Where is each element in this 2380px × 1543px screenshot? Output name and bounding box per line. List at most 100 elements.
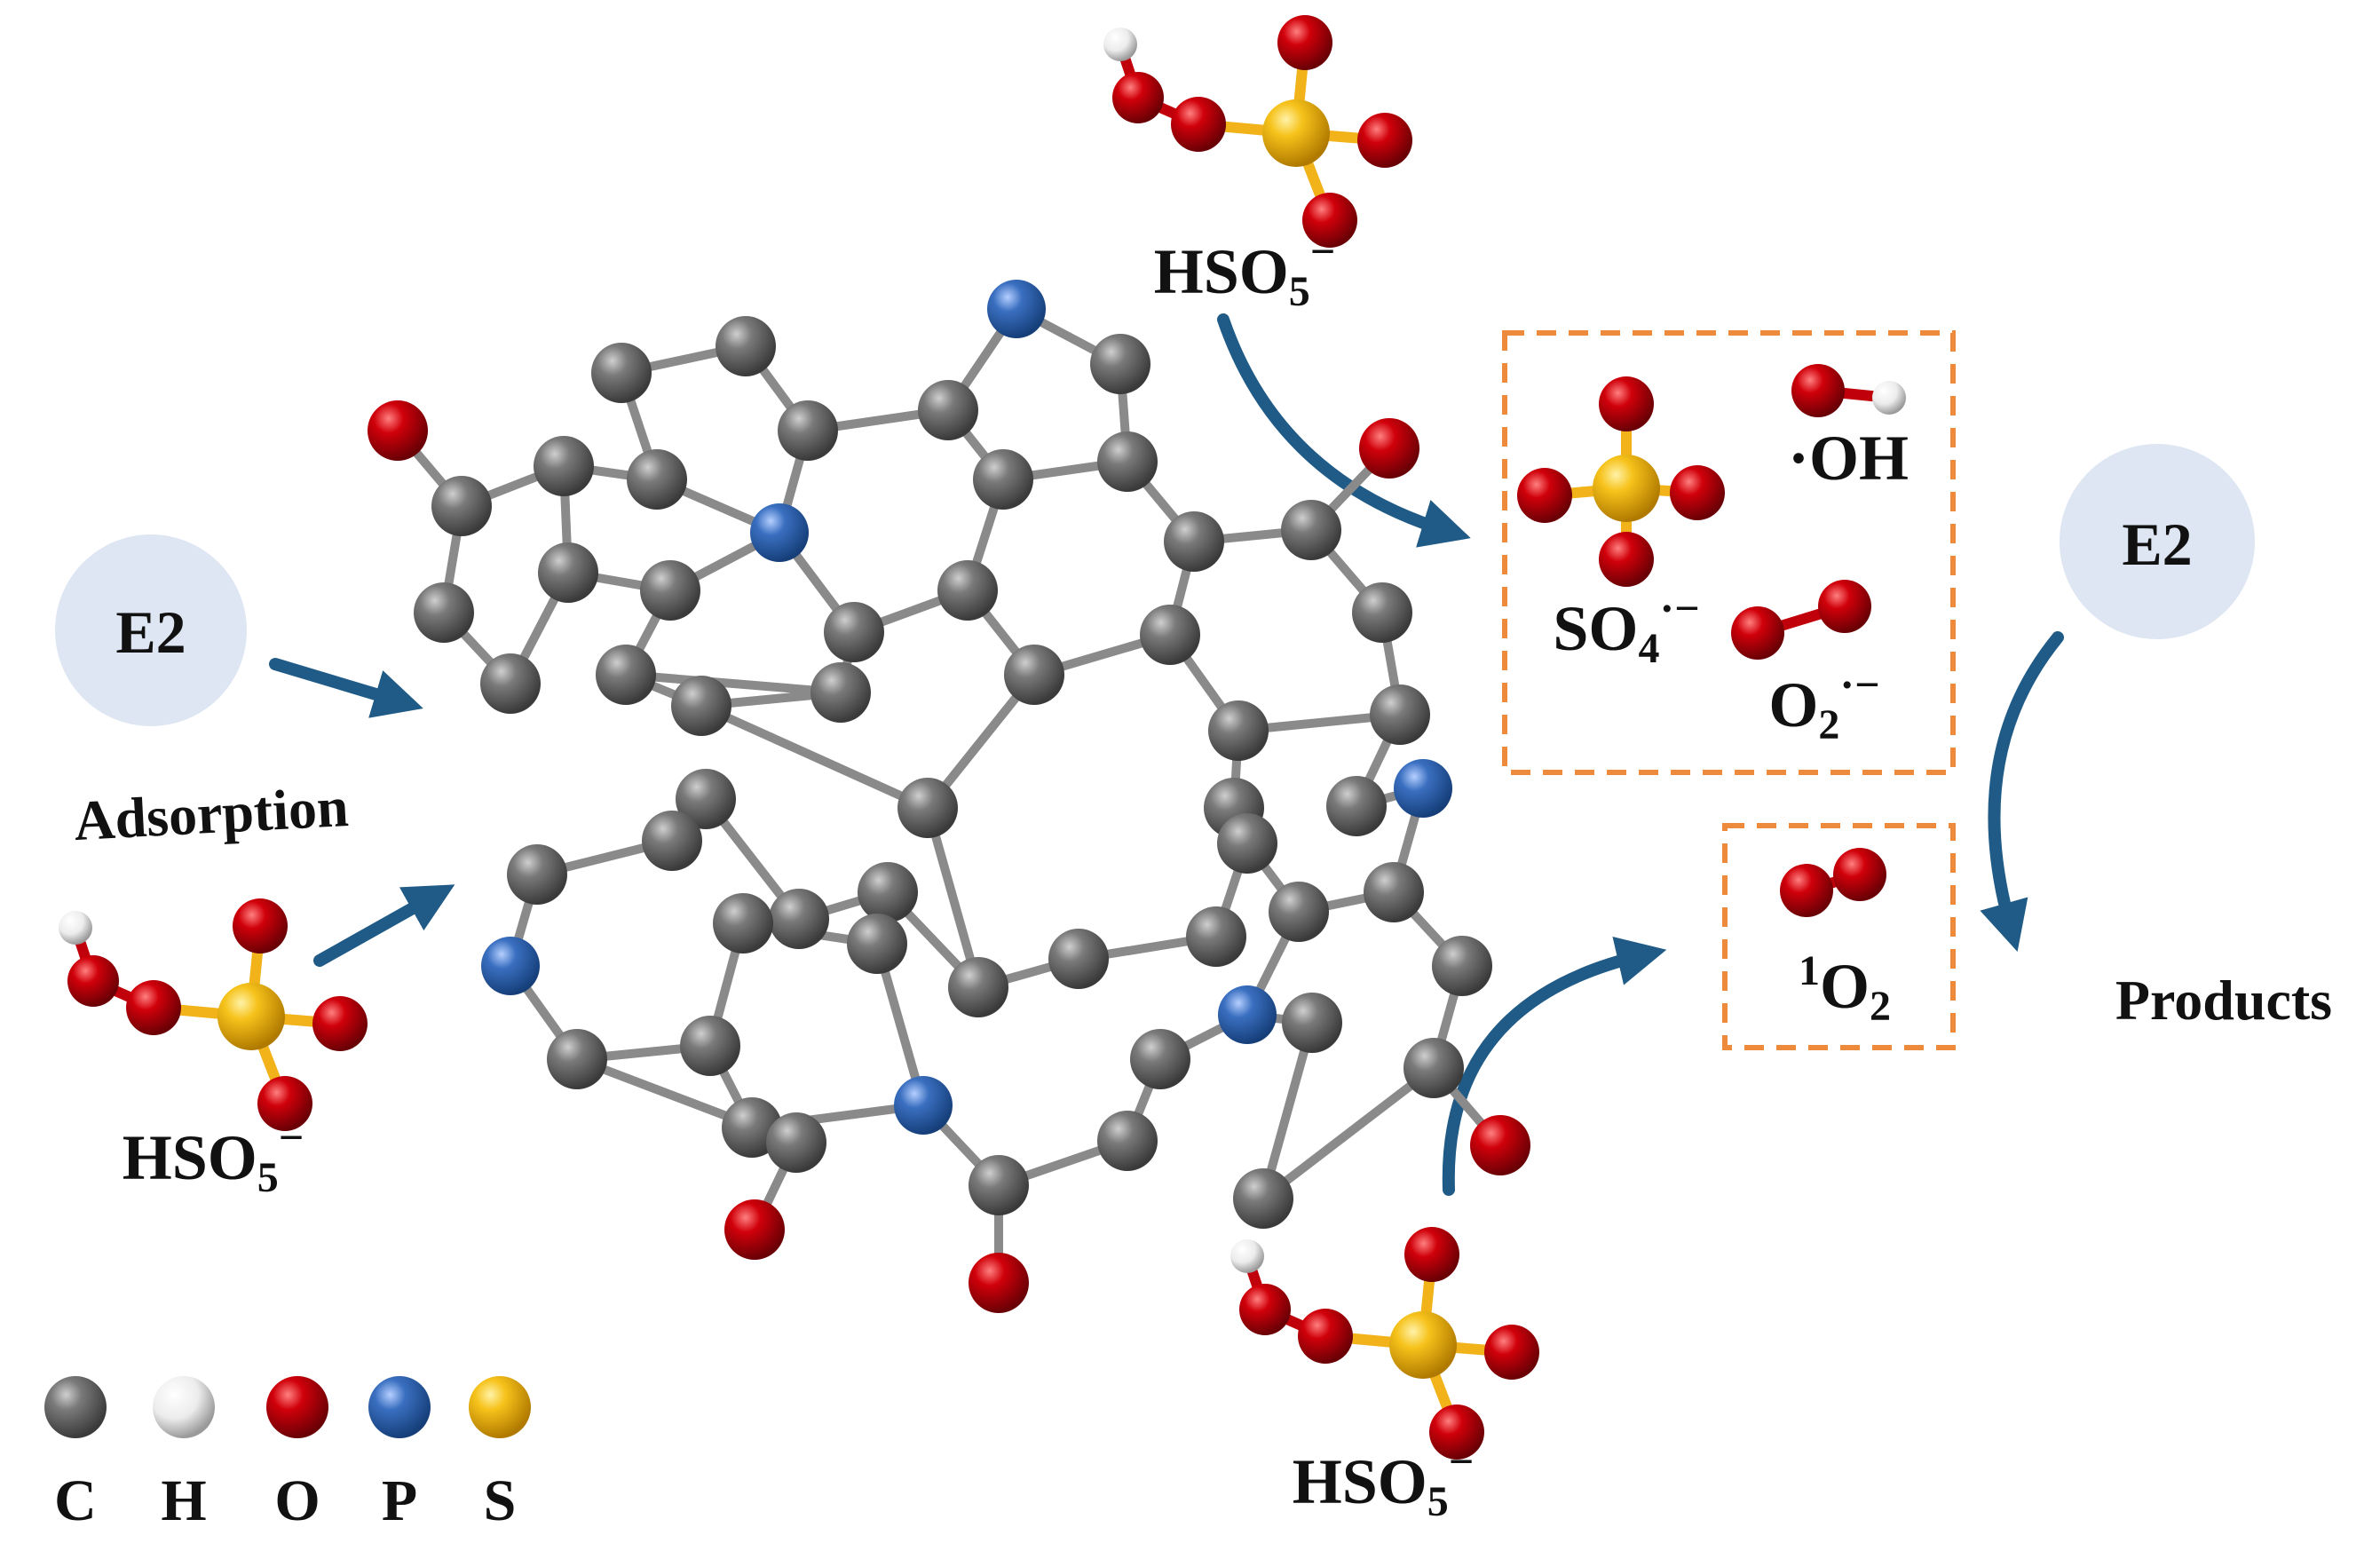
oxygen-atom: [1791, 364, 1845, 417]
carbon-atom: [1432, 936, 1492, 996]
carbon-atom: [627, 449, 687, 510]
arrow-hso5-to-radicals: [1217, 313, 1471, 548]
carbon-atom: [1186, 906, 1246, 967]
carbon-atom: [1217, 813, 1277, 874]
oxygen-atom: [1670, 465, 1725, 520]
legend-label-carbon: C: [54, 1468, 97, 1533]
legend-label-phosphorus: P: [382, 1468, 417, 1533]
oxygen-atom: [969, 1253, 1029, 1313]
carbon-atom: [1281, 500, 1341, 560]
oxygen-atom: [257, 1076, 312, 1131]
oxygen-atom: [1171, 97, 1226, 152]
legend-oxygen-atom: [266, 1376, 328, 1438]
adsorption-label: Adsorption: [72, 775, 350, 852]
phosphorus-atom: [750, 503, 809, 562]
hydrogen-atom: [1230, 1239, 1264, 1273]
carbon-atom: [858, 862, 918, 922]
bond: [923, 803, 983, 992]
oxygen-atom: [1780, 864, 1833, 917]
oxygen-atom: [67, 955, 119, 1007]
legend: C H O P S: [44, 1376, 531, 1533]
carbon-atom: [538, 542, 598, 603]
carbon-atom: [1269, 882, 1329, 942]
oxygen-atom: [1833, 848, 1886, 901]
carbon-atom: [810, 662, 871, 723]
oxygen-atom: [724, 1199, 785, 1260]
legend-label-sulfur: S: [484, 1468, 517, 1533]
singlet-oxygen-molecule: [1780, 848, 1886, 917]
legend-carbon-atom: [44, 1376, 107, 1438]
e2-label-left: E2: [115, 598, 186, 666]
carbon-atom: [596, 645, 656, 705]
oxygen-atom: [1429, 1405, 1484, 1460]
phosphorus-atom: [894, 1076, 953, 1135]
carbon-atom: [1403, 1038, 1464, 1098]
hydroxyl-radical-molecule: [1791, 364, 1906, 417]
oxygen-atom: [1470, 1115, 1530, 1175]
oxygen-atom: [1359, 418, 1419, 479]
oxygen-atom: [368, 400, 428, 461]
oxygen-atom: [1818, 580, 1871, 633]
oxygen-atom: [1599, 376, 1654, 431]
e2-circle-left: [55, 534, 247, 726]
oxygen-atom: [312, 996, 368, 1051]
carbon-atom: [1130, 1029, 1190, 1089]
carbon-atom: [937, 560, 998, 621]
arrow-e2-to-products: [1980, 631, 2064, 952]
oxygen-atom: [1357, 113, 1412, 168]
carbon-atom: [1140, 605, 1200, 665]
singlet-oxygen-box: [1722, 823, 1956, 1050]
oxygen-atom: [1484, 1325, 1539, 1380]
carbon-atom: [1326, 776, 1387, 836]
carbon-atom: [676, 769, 736, 829]
oxygen-atom: [1239, 1284, 1291, 1335]
carbon-atom: [1004, 645, 1064, 705]
hso5-molecule-top: [1103, 15, 1412, 248]
oxygen-atom: [1298, 1309, 1353, 1364]
arrow-hso5-to-surface: [313, 884, 455, 967]
carbon-atom: [897, 778, 958, 838]
hso5-label-left: HSO5−: [123, 1112, 304, 1201]
carbon-atom: [713, 893, 773, 953]
carbon-atom: [769, 889, 829, 949]
legend-label-oxygen: O: [274, 1468, 320, 1533]
carbon-atom: [918, 380, 978, 440]
legend-label-hydrogen: H: [161, 1468, 206, 1533]
carbon-atom: [1048, 929, 1109, 989]
hso5-molecule-bottom: [1230, 1227, 1539, 1460]
carbon-atom: [824, 602, 884, 662]
bond: [621, 670, 845, 697]
carbon-atom: [534, 436, 594, 496]
superoxide-radical-label: O2·−: [1768, 660, 1879, 748]
phosphorus-atom: [1218, 985, 1277, 1044]
carbon-atom: [1370, 684, 1430, 745]
oxygen-atom: [1277, 15, 1332, 70]
hydroxyl-radical-label: ·OH: [1788, 423, 1909, 494]
bond: [1259, 1064, 1438, 1203]
carbon-atom: [1164, 511, 1224, 572]
e2-label-right: E2: [2122, 510, 2192, 578]
e2-circle-right: [2060, 444, 2255, 639]
carbon-atom: [716, 316, 776, 376]
carbon-atom: [680, 1016, 740, 1076]
carbon-atom: [1097, 431, 1158, 492]
hso5-molecule-left: [59, 898, 368, 1131]
carbon-atom: [1352, 582, 1412, 643]
bond: [697, 701, 932, 812]
oxygen-atom: [1302, 193, 1357, 248]
arrows: [269, 313, 2064, 1196]
sulfur-atom: [1262, 99, 1330, 167]
arrow-hso5-to-singlet-oxygen: [1442, 937, 1667, 1196]
phosphorus-atom: [481, 937, 540, 995]
carbon-atom: [1282, 993, 1342, 1053]
products-label: Products: [2115, 969, 2332, 1032]
carbon-atom: [766, 1112, 826, 1173]
bond: [1259, 1018, 1317, 1203]
carbon-atom: [1090, 334, 1150, 394]
oxygen-atom: [233, 898, 288, 953]
carbon-atom: [969, 1155, 1029, 1215]
carbon-atom: [1364, 862, 1424, 922]
oxygen-atom: [1731, 606, 1784, 660]
singlet-oxygen-label: 1O2: [1799, 947, 1891, 1030]
